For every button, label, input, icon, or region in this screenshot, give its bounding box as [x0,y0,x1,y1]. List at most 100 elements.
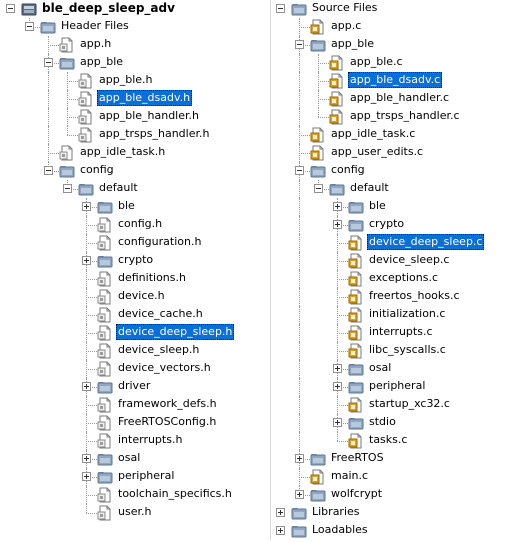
tree-item-app-idle-task-h[interactable]: app_idle_task.h [0,144,270,162]
tree-item-device-vectors-h[interactable]: device_vectors.h [0,360,270,378]
tree-item-driver[interactable]: driver [0,378,270,396]
tree-item-device-sleep-h[interactable]: device_sleep.h [0,342,270,360]
tree-item-app-ble-handler-h[interactable]: app_ble_handler.h [0,108,270,126]
header-file-icon [78,73,94,89]
collapse-icon[interactable] [295,166,304,175]
expand-icon[interactable] [333,382,342,391]
tree-item-definitions-h[interactable]: definitions.h [0,270,270,288]
tree-item-peripheral[interactable]: peripheral [271,378,507,396]
tree-item-app-ble-h[interactable]: app_ble.h [0,72,270,90]
tree-item-main-c[interactable]: main.c [271,468,507,486]
tree-item-device-h[interactable]: device.h [0,288,270,306]
collapse-icon[interactable] [6,4,15,13]
tree-guide-line [86,495,97,496]
expand-icon[interactable] [276,526,285,535]
tree-item-framework-defs-h[interactable]: framework_defs.h [0,396,270,414]
tree-item-device-cache-h[interactable]: device_cache.h [0,306,270,324]
tree-item-configuration-h[interactable]: configuration.h [0,234,270,252]
expand-icon[interactable] [82,256,91,265]
tree-item-interrupts-h[interactable]: interrupts.h [0,432,270,450]
expand-icon[interactable] [82,454,91,463]
tree-item-app-ble-handler-c[interactable]: app_ble_handler.c [271,90,507,108]
tree-item-label: app_trsps_handler.c [350,109,460,122]
header-file-icon [97,505,113,521]
tree-item-source-files[interactable]: Source Files [271,0,507,18]
tree-item-crypto[interactable]: crypto [0,252,270,270]
tree-item-osal[interactable]: osal [0,450,270,468]
expand-icon[interactable] [333,364,342,373]
tree-item-config[interactable]: config [271,162,507,180]
collapse-icon[interactable] [314,184,323,193]
tree-item-app-ble-dsadv-h[interactable]: app_ble_dsadv.h [0,90,270,108]
tree-item-label: device_sleep.h [118,343,200,356]
tree-item-app-trsps-handler-c[interactable]: app_trsps_handler.c [271,108,507,126]
tree-item-peripheral[interactable]: peripheral [0,468,270,486]
tree-item-label: freertos_hooks.c [369,289,460,302]
collapse-icon[interactable] [295,40,304,49]
expand-icon[interactable] [333,202,342,211]
tree-item-device-deep-sleep-h[interactable]: device_deep_sleep.h [0,324,270,342]
expand-icon[interactable] [276,508,285,517]
tree-item-app-user-edits-c[interactable]: app_user_edits.c [271,144,507,162]
collapse-icon[interactable] [63,184,72,193]
tree-item-exceptions-c[interactable]: exceptions.c [271,270,507,288]
expand-icon[interactable] [82,202,91,211]
tree-item-osal[interactable]: osal [271,360,507,378]
tree-item-freertos-hooks-c[interactable]: freertos_hooks.c [271,288,507,306]
tree-item-startup-xc32-c[interactable]: startup_xc32.c [271,396,507,414]
tree-item-interrupts-c[interactable]: interrupts.c [271,324,507,342]
tree-item-app-idle-task-c[interactable]: app_idle_task.c [271,126,507,144]
tree-item-freertos[interactable]: FreeRTOS [271,450,507,468]
tree-guide-line [299,270,300,288]
collapse-icon[interactable] [44,166,53,175]
expand-icon[interactable] [82,472,91,481]
header-file-icon [97,397,113,413]
tree-item-tasks-c[interactable]: tasks.c [271,432,507,450]
tree-item-app-ble-dsadv-c[interactable]: app_ble_dsadv.c [271,72,507,90]
expand-icon[interactable] [295,454,304,463]
tree-item-crypto[interactable]: crypto [271,216,507,234]
tree-guide-line [299,216,300,234]
source-files-tree: Source Files app.c app_ble app_ble.c app… [271,0,507,540]
tree-guide-line [86,441,97,442]
tree-item-stdio[interactable]: stdio [271,414,507,432]
tree-item-default[interactable]: default [271,180,507,198]
c-source-file-icon [348,307,364,323]
tree-item-app-c[interactable]: app.c [271,18,507,36]
expand-icon[interactable] [295,490,304,499]
tree-item-app-ble-c[interactable]: app_ble.c [271,54,507,72]
tree-item-app-ble[interactable]: app_ble [0,54,270,72]
tree-item-device-deep-sleep-c[interactable]: device_deep_sleep.c [271,234,507,252]
tree-guide-line [299,306,300,324]
tree-item-initialization-c[interactable]: initialization.c [271,306,507,324]
tree-item-ble-deep-sleep-adv[interactable]: ble_deep_sleep_adv [0,0,270,18]
tree-item-app-trsps-handler-h[interactable]: app_trsps_handler.h [0,126,270,144]
tree-guide-line [337,441,348,442]
tree-item-config-h[interactable]: config.h [0,216,270,234]
expand-icon[interactable] [333,220,342,229]
tree-item-label: app_ble.h [99,73,153,86]
tree-item-user-h[interactable]: user.h [0,504,270,522]
tree-item-label: crypto [369,217,405,230]
collapse-icon[interactable] [25,22,34,31]
expand-icon[interactable] [82,382,91,391]
tree-item-ble[interactable]: ble [271,198,507,216]
tree-item-loadables[interactable]: Loadables [271,522,507,540]
tree-item-app-h[interactable]: app.h [0,36,270,54]
tree-item-wolfcrypt[interactable]: wolfcrypt [271,486,507,504]
tree-item-toolchain-specifics-h[interactable]: toolchain_specifics.h [0,486,270,504]
tree-item-device-sleep-c[interactable]: device_sleep.c [271,252,507,270]
tree-item-config[interactable]: config [0,162,270,180]
expand-icon[interactable] [333,418,342,427]
tree-item-ble[interactable]: ble [0,198,270,216]
collapse-icon[interactable] [44,58,53,67]
tree-item-libc-syscalls-c[interactable]: libc_syscalls.c [271,342,507,360]
tree-item-label: user.h [118,505,152,518]
tree-item-default[interactable]: default [0,180,270,198]
tree-item-app-ble[interactable]: app_ble [271,36,507,54]
collapse-icon[interactable] [276,4,285,13]
tree-item-freertosconfig-h[interactable]: FreeRTOSConfig.h [0,414,270,432]
tree-item-label: FreeRTOS [331,451,384,464]
tree-item-libraries[interactable]: Libraries [271,504,507,522]
tree-item-header-files[interactable]: Header Files [0,18,270,36]
